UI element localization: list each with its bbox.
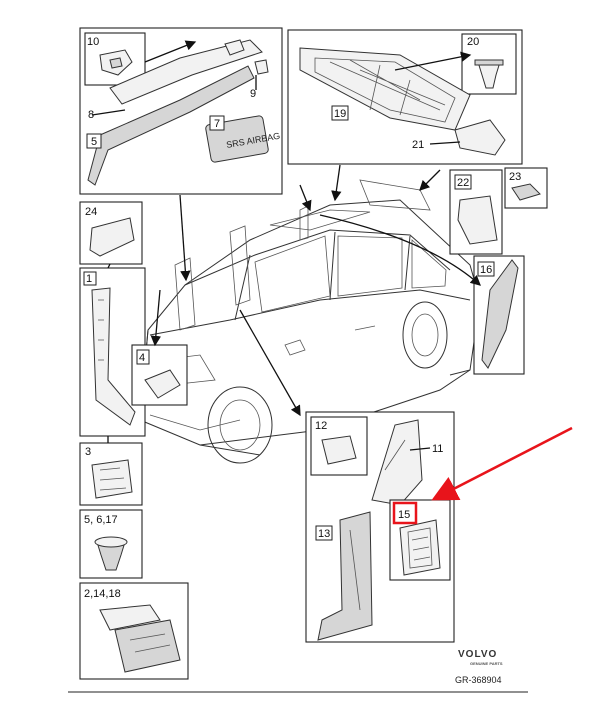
callout-9: 9 (250, 88, 256, 100)
callout-23: 23 (509, 171, 521, 183)
diagram-reference: GR-368904 (455, 675, 502, 685)
callout-2-14-18: 2,14,18 (84, 588, 121, 600)
callout-21: 21 (412, 139, 424, 151)
red-pointer-arrow (431, 426, 573, 501)
callout-1: 1 (86, 273, 92, 285)
callout-10: 10 (87, 36, 99, 48)
callout-4: 4 (139, 352, 145, 364)
callout-5: 5 (91, 136, 97, 148)
callout-5-6-17: 5, 6,17 (84, 514, 118, 526)
callout-24: 24 (85, 206, 97, 218)
callout-11: 11 (432, 443, 443, 455)
callout-15: 15 (398, 509, 410, 521)
callout-16: 16 (480, 264, 492, 276)
callout-13: 13 (318, 528, 330, 540)
callout-20: 20 (467, 36, 479, 48)
callout-3: 3 (85, 446, 91, 458)
volvo-logo: VOLVO (458, 649, 497, 660)
callout-7: 7 (214, 118, 220, 130)
callout-22: 22 (457, 177, 469, 189)
highlight-box-15 (392, 501, 418, 525)
callout-12: 12 (315, 420, 327, 432)
genuine-parts-tagline: GENUINE PARTS (470, 661, 503, 666)
callout-19: 19 (334, 108, 346, 120)
callout-8: 8 (88, 109, 94, 121)
